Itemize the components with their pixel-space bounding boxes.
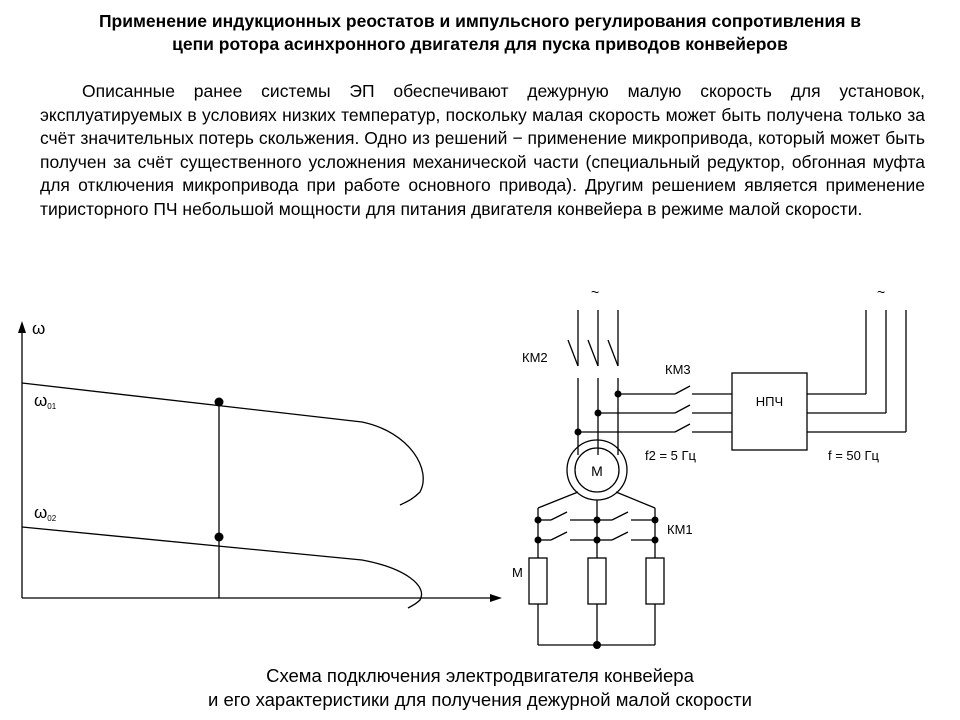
- caption-line-2: и его характеристики для получения дежур…: [208, 689, 752, 710]
- f-label: f = 50 Гц: [828, 448, 880, 463]
- grid-left-tilde: ~: [591, 284, 599, 300]
- characteristics-graph: ω ω01 ω02: [18, 319, 502, 609]
- motor-label: М: [591, 463, 603, 479]
- caption-line-1: Схема подключения электродвигателя конве…: [266, 665, 694, 686]
- characteristic-curve-lower: [21, 526, 423, 609]
- x-axis-arrow: [490, 594, 502, 602]
- rotor-resistor-3: [645, 557, 665, 605]
- y-axis-arrow: [18, 321, 26, 333]
- motor-rotor-circle: [574, 447, 620, 493]
- rotor-resistor-2: [587, 557, 607, 605]
- grid-right-tilde: ~: [877, 284, 885, 300]
- omega-01-label: ω01: [34, 391, 57, 411]
- figure-caption: Схема подключения электродвигателя конве…: [0, 664, 960, 712]
- km1-label: КМ1: [667, 522, 693, 537]
- characteristic-curve-upper: [21, 382, 424, 506]
- resistor-m-label: М: [512, 565, 523, 580]
- km2-label: КМ2: [522, 350, 548, 365]
- page-title: Применение индукционных реостатов и импу…: [0, 10, 960, 56]
- km3-label: КМ3: [665, 362, 691, 377]
- f2-label: f2 = 5 Гц: [645, 448, 697, 463]
- npch-converter-block: [731, 372, 808, 451]
- title-line-2: цепи ротора асинхронного двигателя для п…: [172, 34, 788, 54]
- operating-point-lower: [214, 532, 224, 542]
- operating-point-upper: [214, 397, 224, 407]
- omega-axis-label: ω: [32, 319, 45, 338]
- omega-02-label: ω02: [34, 503, 57, 523]
- circuit-diagram: ~ ~ КМ2 КМ3 НПЧ: [512, 284, 907, 649]
- title-line-1: Применение индукционных реостатов и импу…: [98, 11, 862, 31]
- npch-label: НПЧ: [756, 394, 783, 409]
- rotor-resistor-1: [528, 557, 548, 605]
- body-paragraph: Описанные ранее системы ЭП обеспечивают …: [40, 81, 925, 219]
